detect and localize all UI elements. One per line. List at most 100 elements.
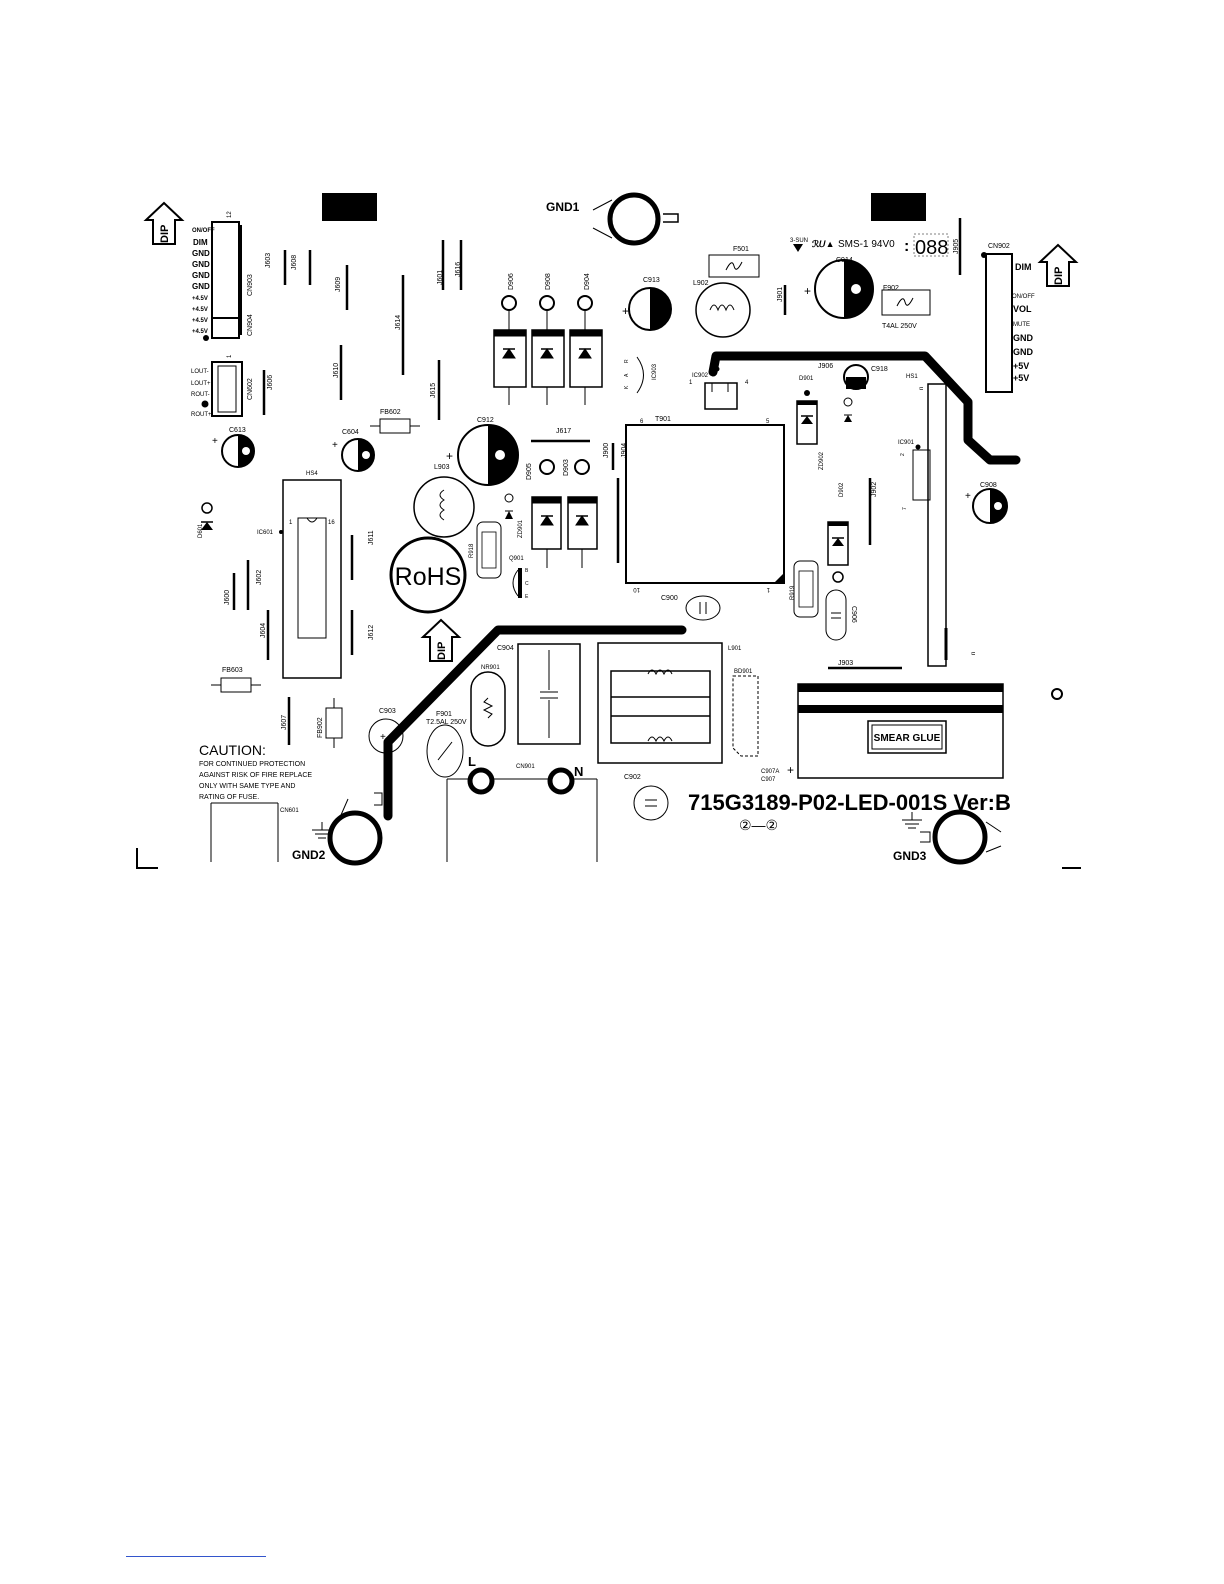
- svg-text:D906: D906: [508, 273, 515, 290]
- transformer-t901: T901 6 5 10 1: [625, 416, 785, 592]
- svg-text:GND: GND: [1013, 333, 1034, 343]
- svg-text:J612: J612: [368, 625, 375, 640]
- svg-text:C918: C918: [871, 366, 888, 373]
- svg-text:HS1: HS1: [906, 374, 918, 380]
- svg-text:+: +: [332, 440, 338, 451]
- svg-text:CN903: CN903: [247, 274, 254, 296]
- fuse-f902: F902 T4AL 250V: [881, 285, 931, 330]
- svg-text:F501: F501: [733, 246, 749, 253]
- svg-text:J615: J615: [430, 383, 437, 398]
- svg-text:J601: J601: [437, 270, 444, 285]
- svg-text:+: +: [965, 491, 971, 502]
- svg-text:+: +: [787, 763, 794, 777]
- fuse-f501: F501: [708, 246, 760, 278]
- svg-text:C914: C914: [836, 257, 853, 264]
- svg-text:T901: T901: [655, 416, 671, 423]
- diode-d903: [567, 459, 598, 568]
- inductor-l902: L902: [693, 280, 751, 338]
- ground-hole-gnd2: GND2: [292, 792, 383, 866]
- zener-small: [843, 397, 853, 422]
- svg-text:VOL: VOL: [1013, 304, 1032, 314]
- board-revision-mark: ②—②: [739, 817, 778, 833]
- svg-text:+: +: [212, 436, 218, 447]
- caution-block: CAUTION: FOR CONTINUED PROTECTION AGAINS…: [199, 742, 312, 801]
- zener-zd901: ZD901: [504, 493, 524, 538]
- svg-text:D905: D905: [526, 463, 533, 480]
- thermistor-nr901: NR901: [470, 665, 506, 747]
- svg-text:+5V: +5V: [1013, 373, 1029, 383]
- svg-text:R: R: [624, 359, 630, 363]
- svg-text:+: +: [804, 284, 811, 298]
- svg-text:IC902: IC902: [692, 373, 709, 379]
- svg-text:5: 5: [766, 419, 770, 425]
- svg-text:C907A: C907A: [761, 769, 779, 775]
- svg-text:C906: C906: [850, 606, 857, 623]
- svg-text:6: 6: [640, 419, 644, 425]
- svg-text:ROUT-: ROUT-: [191, 392, 210, 398]
- svg-text:R919: R919: [790, 585, 796, 600]
- svg-text:NR901: NR901: [481, 665, 500, 671]
- svg-text:R918: R918: [469, 543, 475, 558]
- connector-cn902: CN902 DIM ON/OFF VOL MUTE GND GND +5V +5…: [981, 243, 1035, 393]
- maker-mark: 3-SUN: [790, 238, 808, 244]
- svg-text:2: 2: [900, 453, 906, 456]
- ground-hole-gnd1: GND1: [546, 192, 679, 246]
- svg-text:CN602: CN602: [247, 378, 254, 400]
- connector-cn903: CN903 CN904 12 1: [203, 211, 254, 358]
- svg-text:C913: C913: [643, 277, 660, 284]
- svg-text:+4.5V: +4.5V: [192, 307, 208, 313]
- svg-text:+5V: +5V: [1013, 361, 1029, 371]
- svg-text:J606: J606: [267, 375, 274, 390]
- diode-d902: D902 ZD902: [819, 451, 849, 583]
- diode-d906: [493, 295, 527, 405]
- svg-text:J617: J617: [556, 428, 571, 435]
- transistor-q901: Q901 B C E: [509, 556, 529, 600]
- svg-text:CN901: CN901: [516, 764, 535, 770]
- svg-text:E: E: [525, 594, 529, 600]
- svg-text:J616: J616: [455, 262, 462, 277]
- mount-hole-small: [1051, 688, 1063, 700]
- svg-text:BD901: BD901: [734, 669, 753, 675]
- diode-group-top: [493, 295, 603, 405]
- svg-text:ON/OFF: ON/OFF: [192, 228, 215, 234]
- capacitor-c613: + C613: [212, 427, 255, 468]
- svg-text:C902: C902: [624, 774, 641, 781]
- capacitor-c904: C904: [497, 643, 581, 745]
- dip-label: DIP: [1053, 267, 1065, 285]
- svg-text:J607: J607: [281, 715, 288, 730]
- svg-text:J600: J600: [224, 590, 231, 605]
- svg-text:IC903: IC903: [652, 363, 658, 380]
- svg-text:LOUT+: LOUT+: [191, 381, 211, 387]
- svg-text:J608: J608: [291, 255, 298, 270]
- inductor-l901: L901: [597, 642, 742, 764]
- svg-text:C912: C912: [477, 417, 494, 424]
- svg-text:A: A: [624, 373, 630, 377]
- svg-text:FOR CONTINUED PROTECTION: FOR CONTINUED PROTECTION: [199, 761, 305, 768]
- caution-title: CAUTION:: [199, 742, 266, 758]
- svg-text:L902: L902: [693, 280, 709, 287]
- svg-text:L901: L901: [728, 646, 742, 652]
- mains-l-label: L: [468, 754, 476, 769]
- svg-text:J904: J904: [621, 443, 628, 458]
- svg-text:GND: GND: [1013, 347, 1034, 357]
- svg-text:1: 1: [289, 520, 293, 526]
- svg-text:D902: D902: [839, 482, 845, 497]
- svg-text:J905: J905: [953, 239, 960, 254]
- svg-text::: :: [904, 238, 909, 255]
- ground-hole-gnd3: GND3: [893, 809, 1002, 865]
- svg-text:16: 16: [328, 520, 335, 526]
- svg-text:FB603: FB603: [222, 667, 243, 674]
- svg-text:D601: D601: [198, 523, 204, 538]
- ferrite-fb602: FB602: [370, 409, 420, 434]
- capacitor-c902: C902: [624, 774, 669, 821]
- capacitor-c918: C918: [843, 364, 888, 390]
- capacitor-c914: + C914: [804, 257, 874, 319]
- svg-text:HS4: HS4: [306, 471, 318, 477]
- ic901: IC901 2 7: [898, 440, 931, 510]
- svg-text:D903: D903: [563, 459, 570, 476]
- svg-text:+4.5V: +4.5V: [192, 296, 208, 302]
- svg-text:CN904: CN904: [247, 314, 254, 336]
- svg-text:ℛ𝑈▲: ℛ𝑈▲: [812, 239, 835, 249]
- svg-text:J603: J603: [265, 253, 272, 268]
- capacitor-c906: C906: [825, 589, 857, 641]
